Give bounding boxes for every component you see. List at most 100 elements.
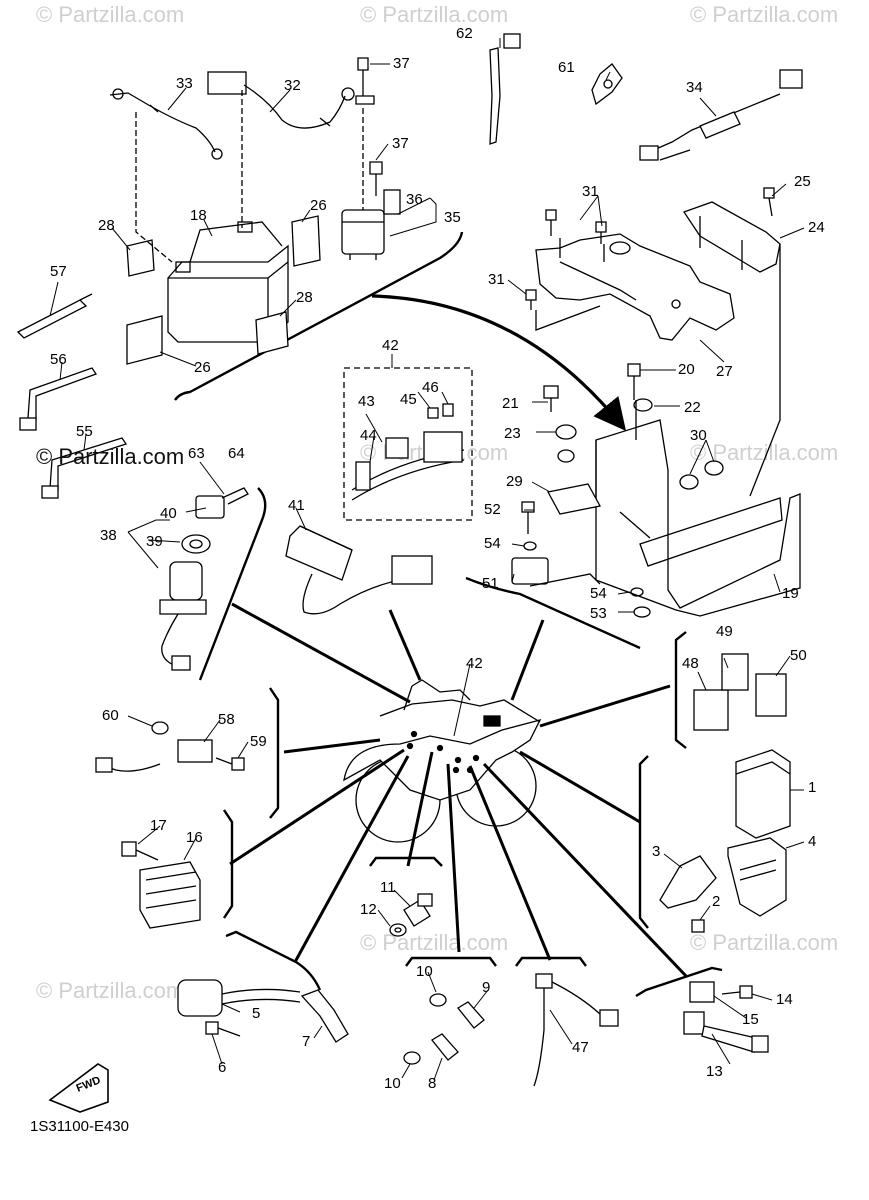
battery-pad-28-bottom [255, 311, 289, 355]
callout-26-bottom: 26 [194, 359, 211, 376]
callout-56: 56 [50, 351, 67, 368]
bolt-6 [205, 1021, 241, 1037]
band-61 [591, 63, 623, 106]
group-brackets [223, 631, 723, 998]
bracket-24 [682, 201, 781, 273]
main-switch-38 [159, 561, 207, 671]
radial-connector-lines [229, 602, 688, 978]
battery-pad-26-right [291, 215, 321, 267]
collar-23 [555, 424, 577, 463]
callout-28-bottom: 28 [296, 289, 313, 306]
callout-58: 58 [218, 711, 235, 728]
callout-51: 51 [482, 575, 499, 592]
watermark-bottom-center: © Partzilla.com [360, 930, 509, 955]
bolt-14 [721, 985, 753, 999]
callout-62: 62 [456, 25, 473, 42]
gasket-12 [389, 923, 407, 937]
callout-14: 14 [776, 991, 793, 1008]
callout-47: 47 [572, 1039, 589, 1056]
callout-45: 45 [400, 391, 417, 408]
callout-3: 3 [652, 843, 660, 860]
battery-minus-lead-33 [109, 88, 223, 160]
battery-plus-lead-32 [207, 71, 355, 129]
callout-18: 18 [190, 207, 207, 224]
callout-29: 29 [506, 473, 523, 490]
callout-19: 19 [782, 585, 799, 602]
callout-1: 1 [808, 779, 816, 796]
plug-cap-7 [300, 989, 349, 1043]
sensor-13 [683, 1011, 769, 1053]
watermark-bottom-left: © Partzilla.com [36, 978, 185, 1003]
ecu-1 [735, 749, 791, 839]
fuse-box-42-dashed-frame [343, 367, 473, 521]
bolt-17 [121, 841, 159, 861]
callout-42-main: 42 [466, 655, 483, 672]
callout-30: 30 [690, 427, 707, 444]
bracket-15 [689, 981, 715, 1003]
fwd-arrow-icon [48, 1063, 109, 1113]
ignition-coil-5 [177, 979, 301, 1017]
bolt-2 [691, 919, 705, 933]
callout-49: 49 [716, 623, 733, 640]
callout-54-bottom: 54 [590, 585, 607, 602]
fuse-box-42-parts [351, 403, 465, 501]
relay-48 [693, 689, 729, 731]
battery-group-bracket [174, 231, 464, 401]
callout-22: 22 [684, 399, 701, 416]
callout-27: 27 [716, 363, 733, 380]
battery-pad-28-left [126, 239, 155, 277]
callout-40: 40 [160, 505, 177, 522]
callout-4: 4 [808, 833, 816, 850]
connector-51 [511, 557, 549, 585]
bolt-20 [627, 363, 641, 400]
starter-relay-35 [341, 189, 401, 260]
dampers-30 [679, 460, 724, 490]
callout-8: 8 [428, 1075, 436, 1092]
callout-21: 21 [502, 395, 519, 412]
callout-53: 53 [590, 605, 607, 622]
watermark-top-left: © Partzilla.com [36, 2, 185, 27]
bolt-52 [521, 501, 535, 534]
callout-50: 50 [790, 647, 807, 664]
pad-29 [547, 483, 601, 515]
watermark-foreground: © Partzilla.com [36, 444, 185, 469]
callout-34: 34 [686, 79, 703, 96]
diagram-code: 1S31100-E430 [30, 1118, 129, 1135]
callout-9: 9 [482, 979, 490, 996]
key-cap-40 [195, 487, 249, 519]
watermark-top-right: © Partzilla.com [690, 2, 839, 27]
bolts-31 [525, 209, 607, 310]
bolt-59 [215, 757, 245, 771]
callout-33: 33 [176, 75, 193, 92]
callout-2: 2 [712, 893, 720, 910]
leader-lines-battery [135, 90, 364, 263]
battery-pad-26-bottom [126, 315, 163, 365]
callout-23: 23 [504, 425, 521, 442]
callout-16: 16 [186, 829, 203, 846]
bracket-3 [659, 855, 717, 909]
callout-46: 46 [422, 379, 439, 396]
callout-41: 41 [288, 497, 305, 514]
callout-52: 52 [484, 501, 501, 518]
callout-59: 59 [250, 733, 267, 750]
callout-numbers: 33 32 37 37 36 35 28 18 26 28 26 57 56 5… [50, 25, 825, 1092]
callout-28-left: 28 [98, 217, 115, 234]
callout-31-top: 31 [582, 183, 599, 200]
switch-8 [431, 1033, 459, 1061]
gasket-10-bottom [403, 1051, 421, 1065]
relay-41 [285, 525, 433, 615]
cable-tie-62 [489, 33, 521, 145]
cable-tie-56 [19, 367, 97, 431]
callout-37-top: 37 [393, 55, 410, 72]
gasket-10-top [429, 993, 447, 1007]
switch-nut-39 [181, 534, 211, 554]
cable-tie-55 [41, 437, 128, 499]
washer-22 [633, 398, 653, 412]
battery-18 [167, 221, 289, 343]
callout-36: 36 [406, 191, 423, 208]
callout-35: 35 [444, 209, 461, 226]
battery-box-19 [595, 419, 801, 617]
battery-box-group-bracket [465, 576, 641, 650]
callout-63: 63 [188, 445, 205, 462]
